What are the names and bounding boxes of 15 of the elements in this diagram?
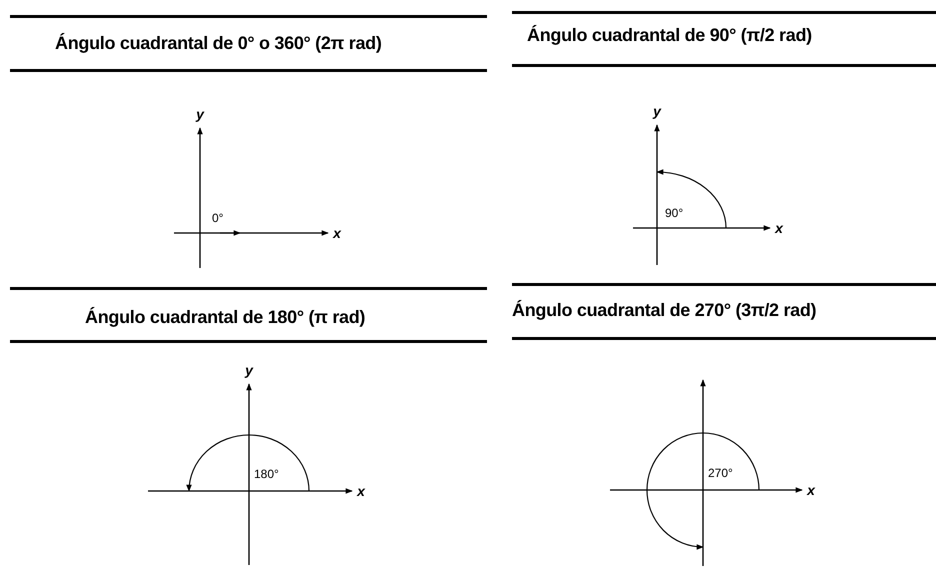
angle-label: 0° xyxy=(212,212,224,225)
axis-label: y xyxy=(196,107,204,121)
axis-label: y xyxy=(245,363,253,377)
angle-label: 90° xyxy=(665,207,684,220)
axis-label: x xyxy=(775,221,783,235)
panel-title: Ángulo cuadrantal de 270° (3π/2 rad) xyxy=(512,299,816,321)
panel-title: Ángulo cuadrantal de 90° (π/2 rad) xyxy=(527,24,812,46)
axis-label: x xyxy=(357,484,365,498)
axis-label: y xyxy=(653,104,661,118)
panel-title: Ángulo cuadrantal de 180° (π rad) xyxy=(85,306,366,328)
axis-label: x xyxy=(807,483,815,497)
axis-label: x xyxy=(333,226,341,240)
angle-label: 180° xyxy=(254,468,279,481)
panel-title: Ángulo cuadrantal de 0° o 360° (2π rad) xyxy=(55,32,382,54)
angle-label: 270° xyxy=(708,467,733,480)
